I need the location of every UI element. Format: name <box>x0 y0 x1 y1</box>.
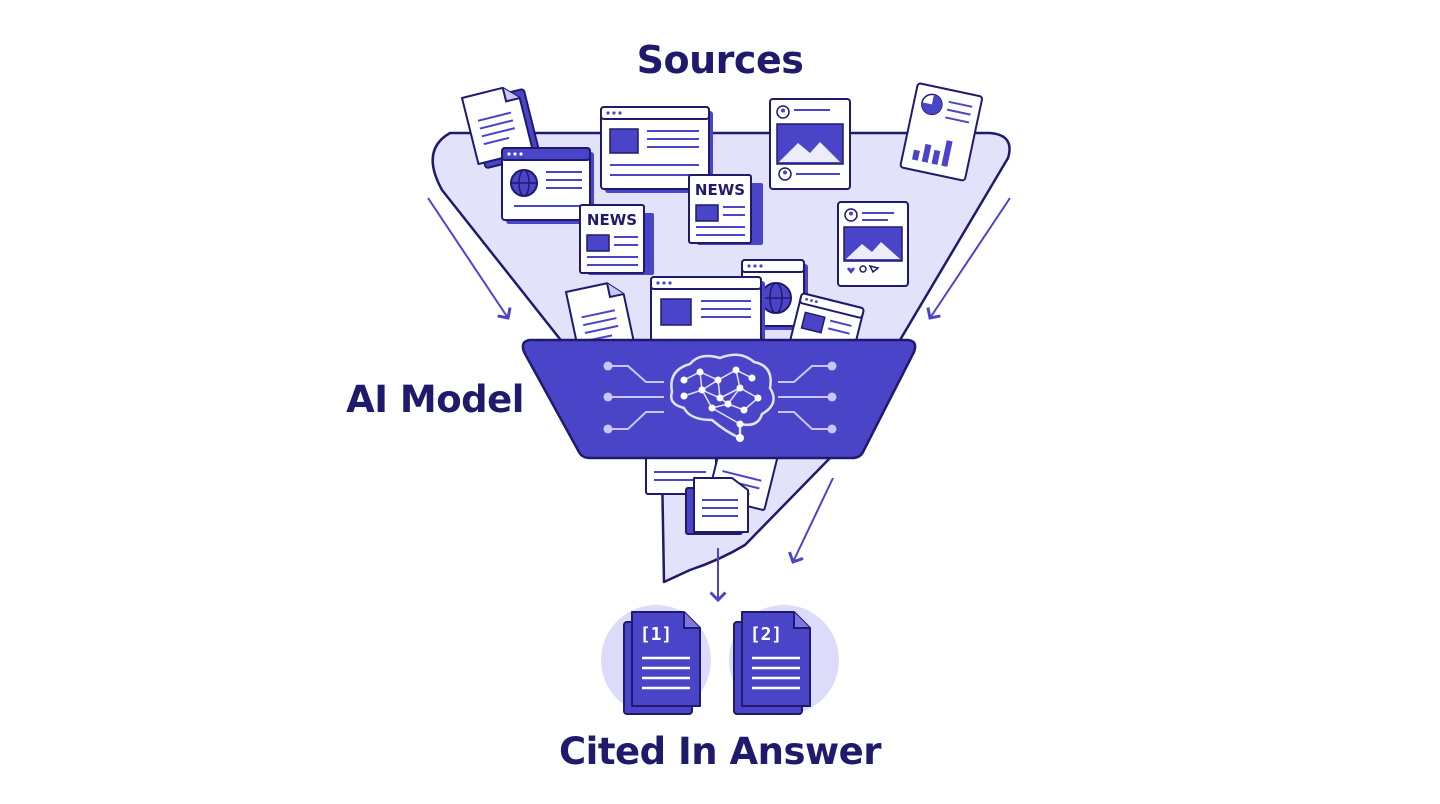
brain-network-icon <box>670 353 775 442</box>
image-post-icon <box>769 98 851 190</box>
cited-document-1: [1] <box>601 605 711 715</box>
image-post-icon <box>837 201 909 287</box>
document-icon <box>685 477 749 535</box>
down-arrow-icon <box>788 477 834 564</box>
citation-number: [1] <box>640 624 673 645</box>
ai-model-band <box>521 338 917 460</box>
newspaper-icon: NEWS <box>688 174 763 245</box>
circuit-line-icon <box>778 365 832 430</box>
down-arrow-icon <box>427 197 512 320</box>
document-icon <box>461 86 541 169</box>
citation-number: [2] <box>750 624 783 645</box>
pie-chart-report-icon <box>899 82 983 182</box>
cited-document-icon: [1] <box>623 611 701 715</box>
browser-window-icon <box>600 106 713 193</box>
browser-window-icon <box>501 147 594 224</box>
circuit-line-icon <box>608 365 664 430</box>
globe-icon <box>760 282 792 314</box>
ai-model-label: AI Model <box>346 378 524 421</box>
cited-document-2: [2] <box>729 605 839 715</box>
newspaper-icon: NEWS <box>579 204 654 275</box>
down-arrow-icon <box>926 197 1011 320</box>
globe-icon <box>510 169 538 197</box>
cited-document-icon: [2] <box>733 611 811 715</box>
cited-in-answer-label: Cited In Answer <box>559 730 882 773</box>
sources-label: Sources <box>636 38 804 82</box>
news-label: NEWS <box>695 181 745 199</box>
news-label: NEWS <box>587 211 637 229</box>
